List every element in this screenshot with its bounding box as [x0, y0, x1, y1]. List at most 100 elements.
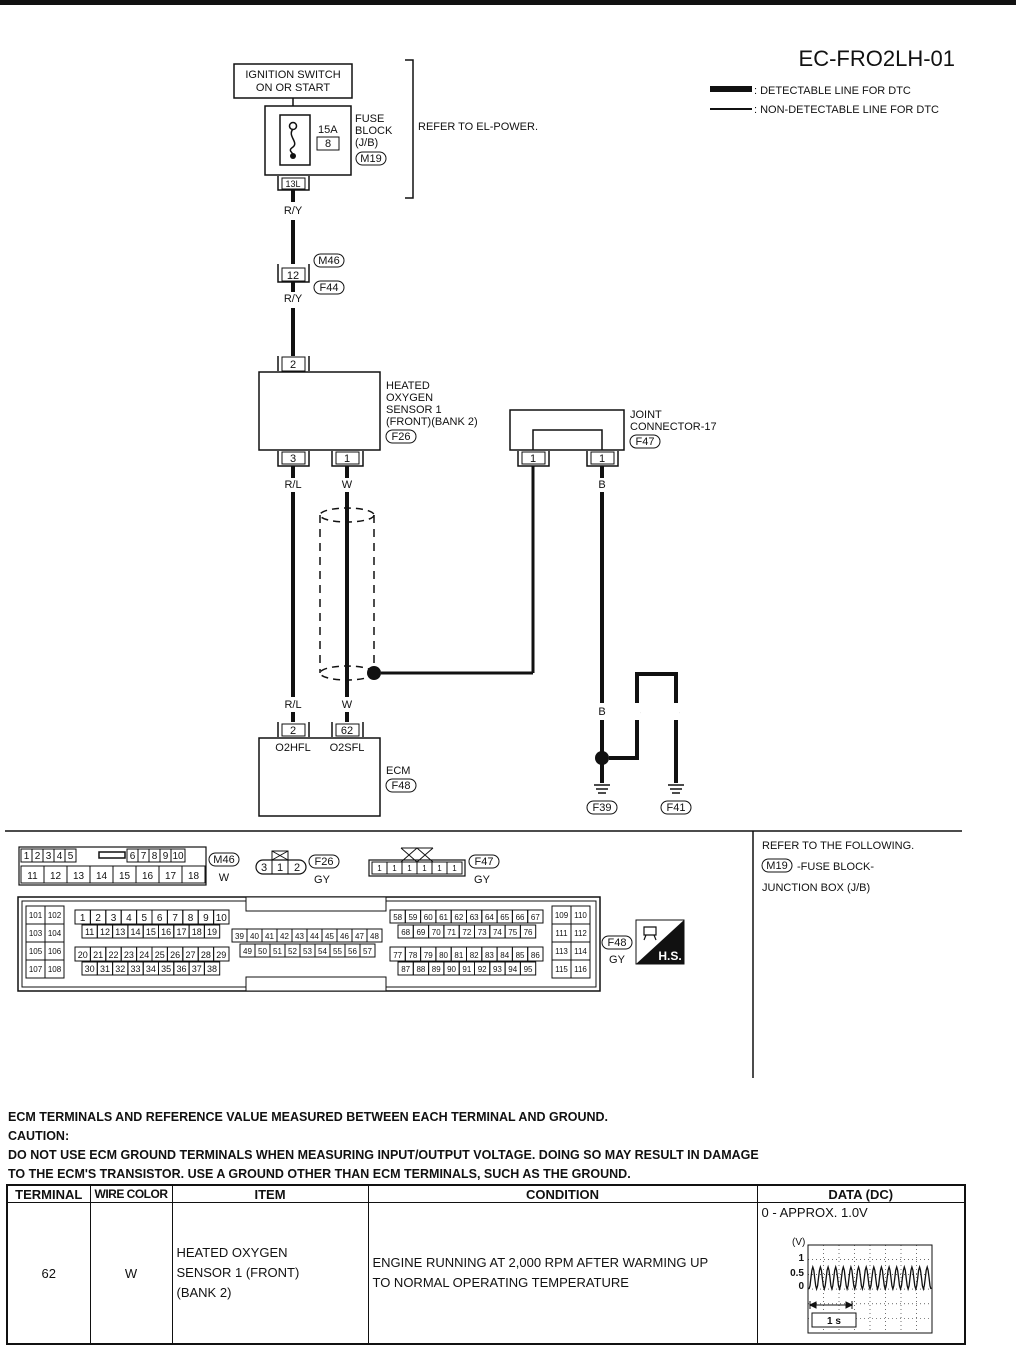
f48-cell: [44, 959, 65, 979]
f48-pin: 51: [273, 947, 282, 956]
svg-text:F41: F41: [667, 802, 686, 814]
f48-pin: 63: [470, 913, 479, 922]
time-scale-arrow: [808, 1301, 853, 1309]
f48-pin: 36: [176, 964, 186, 974]
f48-pin: 25: [155, 950, 165, 960]
svg-text:W: W: [342, 479, 353, 491]
wiring-diagram: EC-FRO2LH-01 : DETECTABLE LINE FOR DTC :…: [5, 46, 962, 1078]
col-wire-color: WIRE COLOR: [89, 1184, 173, 1203]
f48-pin: 40: [250, 932, 259, 941]
legend-thick-line: [710, 86, 752, 92]
f48-cell: [527, 946, 544, 962]
svg-text:F47: F47: [475, 856, 494, 868]
f48-pin: 59: [408, 913, 417, 922]
table-header-row: TERMINAL WIRE COLOR ITEM CONDITION DATA …: [6, 1184, 966, 1203]
f48-pin: 53: [303, 947, 312, 956]
fuse-block-box: [264, 105, 352, 176]
f48-pin: 7: [172, 913, 178, 924]
f48-pin: 60: [424, 913, 433, 922]
svg-text:FUSE: FUSE: [355, 113, 384, 125]
col-terminal: TERMINAL: [6, 1184, 91, 1203]
f48-pin: 95: [524, 965, 533, 974]
fuse-block-connector: M19: [360, 153, 381, 165]
f48-pin: 17: [176, 927, 186, 937]
svg-text:R/Y: R/Y: [284, 205, 303, 217]
f48-pin: 105: [29, 947, 43, 956]
svg-text:F44: F44: [320, 282, 339, 294]
svg-text:CONNECTOR-17: CONNECTOR-17: [630, 421, 717, 433]
oxygen-sensor-box: [258, 371, 381, 451]
f48-pin: 26: [170, 950, 180, 960]
svg-text:OXYGEN: OXYGEN: [386, 392, 433, 404]
f48-pin: 27: [185, 950, 195, 960]
caption-line-4: TO THE ECM'S TRANSISTOR. USE A GROUND OT…: [8, 1167, 631, 1181]
f48-pin: 66: [516, 913, 525, 922]
caption-line-3: DO NOT USE ECM GROUND TERMINALS WHEN MEA…: [8, 1148, 759, 1162]
m46-pin: 15: [119, 871, 131, 882]
m46-cell: [170, 848, 186, 863]
f48-pin: 62: [454, 913, 463, 922]
svg-text:F47: F47: [636, 436, 655, 448]
f48-pin: 61: [439, 913, 448, 922]
f48-pin: 91: [462, 965, 471, 974]
m46-pin: 7: [141, 851, 147, 862]
svg-text:GY: GY: [314, 874, 331, 886]
f48-pin: 44: [310, 932, 319, 941]
refer-el-power: REFER TO EL-POWER.: [418, 121, 538, 133]
f48-pin: 48: [370, 932, 379, 941]
f48-pin: 90: [447, 965, 456, 974]
m46-pin: 14: [96, 871, 108, 882]
joint-connector-box: [509, 409, 625, 451]
f48-pin: 38: [207, 964, 217, 974]
f48-pin: 31: [100, 964, 110, 974]
col-condition: CONDITION: [367, 1184, 758, 1203]
f48-pin: 102: [48, 911, 62, 920]
f47-pin: 1: [437, 864, 442, 873]
svg-text:BLOCK: BLOCK: [355, 125, 393, 137]
caption-line-2: CAUTION:: [8, 1129, 70, 1143]
f48-pin: 106: [48, 947, 62, 956]
f48-pin: 94: [508, 965, 517, 974]
f48-pin: 23: [124, 950, 134, 960]
svg-text:-FUSE BLOCK-: -FUSE BLOCK-: [797, 861, 874, 873]
f48-pin: 15: [146, 927, 156, 937]
svg-text:1: 1: [798, 1253, 804, 1264]
f48-pin: 110: [574, 911, 587, 920]
svg-text:1: 1: [599, 453, 605, 465]
svg-text:JUNCTION BOX (J/B): JUNCTION BOX (J/B): [762, 882, 870, 894]
f48-pin: 41: [265, 932, 274, 941]
f48-pin: 56: [348, 947, 357, 956]
svg-text:3: 3: [261, 862, 267, 874]
f48-pin: 103: [29, 929, 43, 938]
f48-pin: 88: [416, 965, 425, 974]
f48-pin: 37: [192, 964, 202, 974]
svg-text:F39: F39: [593, 802, 612, 814]
svg-text:W: W: [342, 699, 353, 711]
svg-text:ECM: ECM: [386, 765, 410, 777]
f48-pin: 107: [29, 965, 43, 974]
legend-detectable: : DETECTABLE LINE FOR DTC: [754, 85, 911, 97]
f48-pin: 77: [393, 951, 402, 960]
svg-text:1: 1: [530, 453, 536, 465]
f48-pin: 85: [516, 951, 525, 960]
f48-pin: 76: [524, 928, 533, 937]
legend-non-detectable: : NON-DETECTABLE LINE FOR DTC: [754, 104, 939, 116]
svg-text:2: 2: [294, 862, 300, 874]
svg-text:(FRONT)(BANK 2): (FRONT)(BANK 2): [386, 416, 478, 428]
f47-pin: 1: [377, 864, 382, 873]
f48-pin: 115: [555, 965, 568, 974]
f48-pin: 24: [139, 950, 149, 960]
f48-pin: 58: [393, 913, 402, 922]
m46-pin: 9: [163, 851, 169, 862]
ignition-switch-label-2: ON OR START: [256, 82, 330, 94]
svg-text:F48: F48: [608, 937, 627, 949]
m46-cell: [181, 865, 206, 884]
svg-text:JOINT: JOINT: [630, 409, 662, 421]
f48-pin: 30: [85, 964, 95, 974]
waveform-signal: [807, 1264, 932, 1292]
terminal-table: TERMINAL WIRE COLOR ITEM CONDITION DATA …: [6, 1184, 966, 1345]
f48-pin: 114: [574, 947, 587, 956]
f48-pin: 70: [432, 928, 441, 937]
f48-pin: 20: [78, 950, 88, 960]
data-range: 0 - APPROX. 1.0V: [761, 1205, 868, 1220]
